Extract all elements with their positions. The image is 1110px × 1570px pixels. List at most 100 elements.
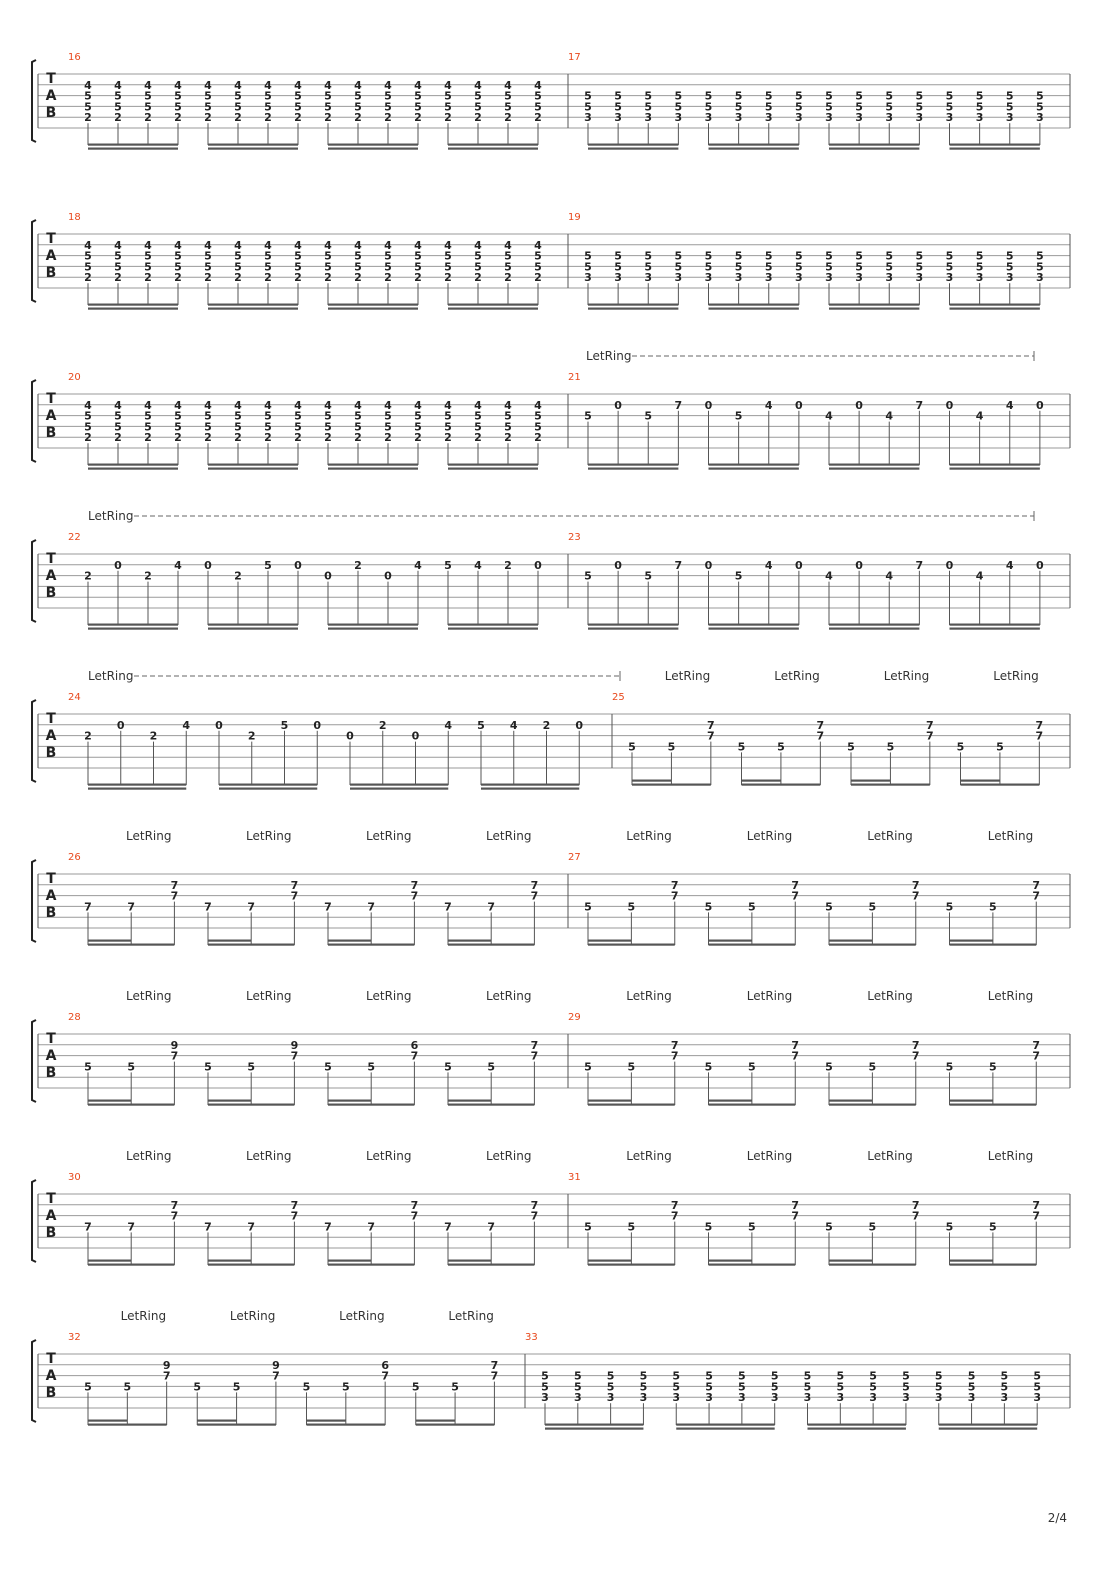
fret-number: 0 — [117, 719, 125, 732]
beam — [208, 627, 298, 630]
fret-number: 7 — [817, 730, 825, 743]
beam — [829, 627, 920, 630]
fret-number: 7 — [926, 719, 934, 732]
fret-number: 5 — [384, 420, 392, 433]
fret-number: 5 — [748, 1220, 756, 1233]
fret-number: 4 — [144, 239, 152, 252]
fret-number: 2 — [84, 730, 92, 743]
fret-number: 4 — [114, 239, 122, 252]
fret-number: 5 — [84, 1380, 92, 1393]
beam — [448, 147, 538, 150]
beam — [448, 1099, 492, 1102]
beam — [949, 143, 1040, 146]
fret-number: 4 — [294, 239, 302, 252]
fret-number: 4 — [384, 79, 392, 92]
fret-number: 7 — [531, 890, 539, 903]
beam — [208, 467, 298, 470]
beam — [208, 939, 252, 942]
fret-number: 4 — [84, 79, 92, 92]
beam — [588, 1103, 675, 1106]
beam — [588, 623, 679, 626]
fret-number: 2 — [324, 431, 332, 444]
fret-number: 2 — [234, 271, 242, 284]
beam — [949, 623, 1040, 626]
fret-number: 4 — [174, 559, 182, 572]
fret-number: 7 — [531, 1050, 539, 1063]
fret-number: 5 — [795, 250, 803, 263]
beam — [88, 303, 178, 306]
fret-number: 5 — [976, 100, 984, 113]
fret-number: 2 — [444, 111, 452, 124]
fret-number: 5 — [916, 100, 924, 113]
fret-number: 7 — [367, 1220, 375, 1233]
beam — [448, 623, 538, 626]
fret-number: 5 — [946, 1060, 954, 1073]
fret-number: 5 — [174, 420, 182, 433]
system-bracket — [31, 1179, 37, 1263]
fret-number: 5 — [825, 260, 833, 273]
fret-number: 7 — [204, 900, 212, 913]
fret-number: 5 — [324, 420, 332, 433]
fret-number: 7 — [127, 1220, 135, 1233]
fret-number: 5 — [935, 1370, 943, 1383]
fret-number: 5 — [1033, 1380, 1041, 1393]
fret-number: 5 — [534, 260, 542, 273]
fret-number: 5 — [444, 90, 452, 103]
fret-number: 2 — [114, 431, 122, 444]
system-bracket — [31, 539, 37, 623]
fret-number: 5 — [264, 100, 272, 113]
fret-number: 2 — [384, 111, 392, 124]
let-ring-label: LetRing — [246, 1149, 291, 1163]
beam — [632, 779, 672, 782]
fret-number: 5 — [795, 260, 803, 273]
fret-number: 5 — [672, 1380, 680, 1393]
beam — [328, 143, 418, 146]
fret-number: 7 — [912, 1050, 920, 1063]
fret-number: 2 — [144, 271, 152, 284]
fret-number: 4 — [534, 399, 542, 412]
beam — [208, 1099, 252, 1102]
fret-number: 2 — [444, 271, 452, 284]
beam — [949, 1103, 1037, 1106]
let-ring-label: LetRing — [988, 989, 1033, 1003]
tab-clef-letter: B — [46, 425, 57, 441]
fret-number: 4 — [354, 399, 362, 412]
beam — [588, 627, 679, 630]
measure-number: 23 — [568, 532, 581, 543]
fret-number: 5 — [584, 410, 592, 423]
beam — [448, 943, 535, 946]
beam — [851, 783, 930, 786]
beam — [328, 1099, 372, 1102]
fret-number: 5 — [144, 410, 152, 423]
fret-number: 7 — [163, 1370, 171, 1383]
fret-number: 5 — [264, 90, 272, 103]
beam — [350, 787, 449, 790]
let-ring-label: LetRing — [126, 829, 171, 843]
fret-number: 5 — [989, 1060, 997, 1073]
tab-clef-letter: T — [46, 71, 56, 87]
fret-number: 5 — [738, 740, 746, 753]
tab-clef-letter: T — [46, 711, 56, 727]
let-ring-label: LetRing — [366, 989, 411, 1003]
system-bracket — [31, 699, 37, 783]
fret-number: 5 — [885, 90, 893, 103]
let-ring-label: LetRing — [486, 1149, 531, 1163]
fret-number: 5 — [144, 100, 152, 113]
beam — [88, 463, 178, 466]
beam — [328, 1259, 372, 1262]
fret-number: 5 — [294, 410, 302, 423]
beam — [708, 627, 799, 630]
fret-number: 5 — [584, 1220, 592, 1233]
fret-number: 2 — [474, 111, 482, 124]
fret-number: 5 — [916, 90, 924, 103]
fret-number: 4 — [765, 559, 773, 572]
fret-number: 5 — [444, 260, 452, 273]
fret-number: 7 — [671, 1039, 679, 1052]
fret-number: 5 — [84, 260, 92, 273]
fret-number: 4 — [885, 410, 893, 423]
fret-number: 0 — [534, 559, 542, 572]
fret-number: 4 — [534, 239, 542, 252]
let-ring-label: LetRing — [988, 1149, 1033, 1163]
fret-number: 5 — [444, 420, 452, 433]
fret-number: 6 — [411, 1039, 419, 1052]
